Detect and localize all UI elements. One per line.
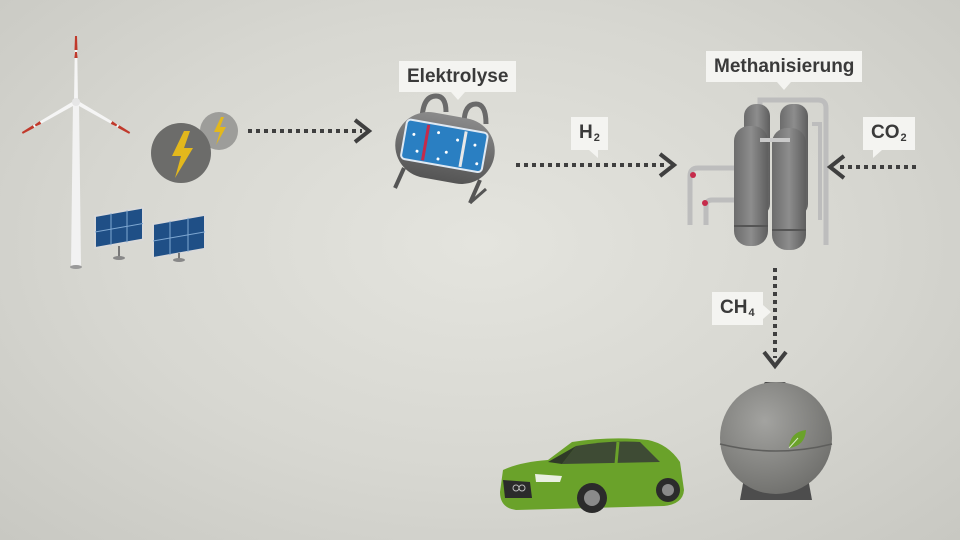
label-h2: H2 xyxy=(571,117,608,158)
flow-arrow-h2 xyxy=(516,152,678,178)
label-co2-sub: 2 xyxy=(900,132,907,144)
methanation-plant-icon xyxy=(687,97,829,250)
label-elektrolyse: Elektrolyse xyxy=(399,61,517,100)
flow-arrow-ch4 xyxy=(762,268,788,370)
car-icon xyxy=(500,438,684,513)
lightning-icon xyxy=(151,112,238,183)
leaf-icon xyxy=(788,430,806,449)
label-h2-sub: 2 xyxy=(593,132,600,144)
label-methanisierung-text: Methanisierung xyxy=(714,56,855,77)
flow-arrow-power-to-electrolysis xyxy=(248,118,373,144)
label-ch4-sub: 4 xyxy=(748,307,755,319)
label-co2: CO2 xyxy=(863,117,915,158)
label-ch4-main: CH xyxy=(720,297,748,318)
label-co2-main: CO xyxy=(871,122,900,143)
gas-storage-tank-icon xyxy=(719,382,833,500)
flow-arrow-co2 xyxy=(826,154,916,180)
label-methanisierung: Methanisierung xyxy=(706,51,863,90)
wind-turbine-icon xyxy=(21,36,131,269)
label-h2-main: H xyxy=(579,122,593,143)
electrolysis-tank-icon xyxy=(393,93,495,205)
solar-panel-icon xyxy=(94,206,206,262)
label-elektrolyse-text: Elektrolyse xyxy=(407,66,509,87)
label-ch4: CH4 xyxy=(712,292,771,325)
